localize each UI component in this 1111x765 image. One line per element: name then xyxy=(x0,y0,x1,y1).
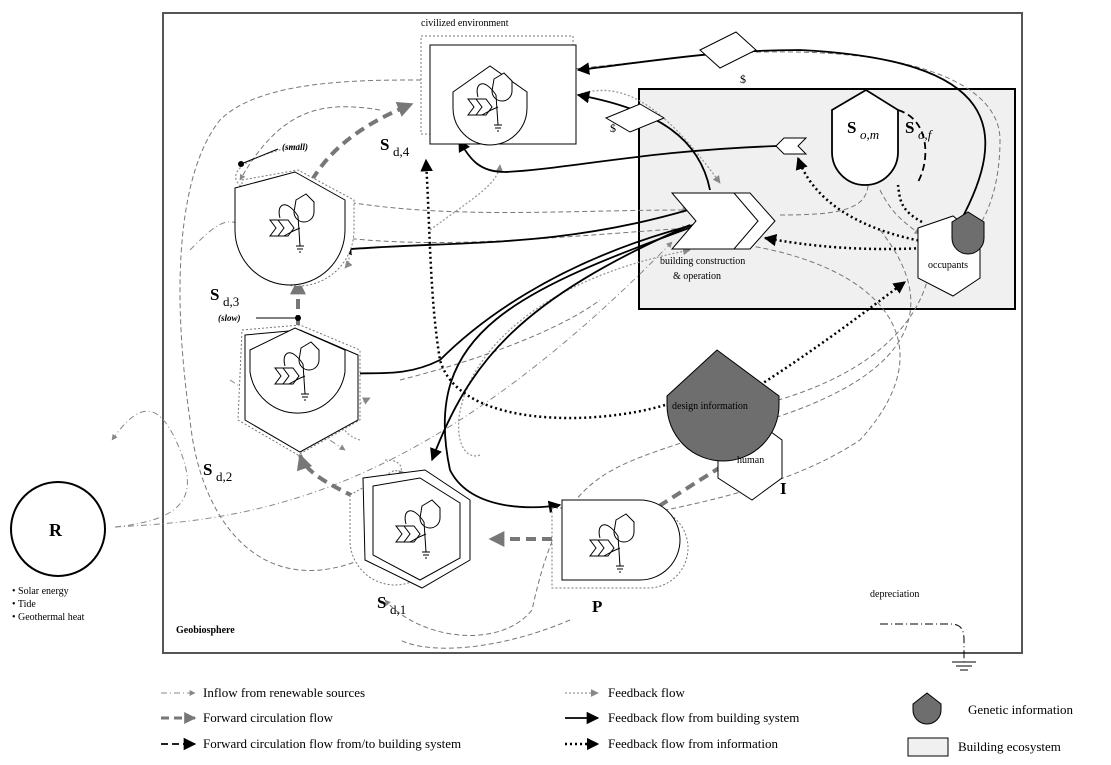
svg-text:S: S xyxy=(905,118,914,137)
svg-text:d,3: d,3 xyxy=(223,294,239,309)
money-exchange-mid xyxy=(604,103,666,133)
legend-item-renewable: Inflow from renewable sources xyxy=(161,685,365,700)
svg-text:Building ecosystem: Building ecosystem xyxy=(958,739,1061,754)
building-construction-node: building construction & operation xyxy=(660,192,776,282)
s-d1-label: S d,1 xyxy=(377,593,406,617)
s-d3-node xyxy=(234,169,355,287)
dollar-label-1: $ xyxy=(740,72,746,86)
information-feedback-flows xyxy=(420,156,949,420)
small-pump-node xyxy=(775,137,808,155)
svg-text:S: S xyxy=(377,593,386,612)
renewable-source-3: • Geothermal heat xyxy=(12,612,85,623)
svg-text:Feedback flow: Feedback flow xyxy=(608,685,686,700)
s-d2-label: S d,2 xyxy=(203,460,232,484)
svg-text:o,m: o,m xyxy=(860,127,879,142)
legend: Inflow from renewable sources Forward ci… xyxy=(161,685,1074,757)
slow-annotation: (slow) xyxy=(218,313,301,323)
building-construction-label-2: & operation xyxy=(673,271,721,282)
s-om-node xyxy=(831,88,899,186)
svg-text:d,2: d,2 xyxy=(216,469,232,484)
svg-text:S: S xyxy=(210,285,219,304)
s-d3-label: S d,3 xyxy=(210,285,239,309)
renewable-source-1: • Solar energy xyxy=(12,586,69,597)
legend-item-genetic: Genetic information xyxy=(912,692,1074,725)
legend-item-feedback: Feedback flow xyxy=(565,685,686,700)
svg-text:d,1: d,1 xyxy=(390,602,406,617)
svg-text:Forward circulation flow: Forward circulation flow xyxy=(203,710,334,725)
money-exchange-top xyxy=(699,31,757,69)
building-ecosystem-swatch xyxy=(907,737,949,757)
small-annotation: (small) xyxy=(238,142,308,167)
s-om-label: S o,m xyxy=(847,118,879,142)
renewable-source-2: • Tide xyxy=(12,599,36,610)
legend-item-forward: Forward circulation flow xyxy=(161,710,334,725)
genetic-information-icon xyxy=(912,692,942,725)
building-forward-flows xyxy=(897,109,927,183)
s-d4-label: S d,4 xyxy=(380,135,410,159)
occupants-node: occupants xyxy=(917,211,985,297)
svg-text:(slow): (slow) xyxy=(218,313,241,323)
design-information-node: design information human xyxy=(666,349,783,501)
civilized-environment-node: civilized environment xyxy=(420,18,577,146)
svg-text:(small): (small) xyxy=(282,142,308,152)
legend-item-forward-building: Forward circulation flow from/to buildin… xyxy=(161,736,461,751)
p-node xyxy=(551,499,689,589)
design-information-label: design information xyxy=(672,401,748,412)
legend-item-building-ecosystem: Building ecosystem xyxy=(907,737,1061,757)
building-construction-label-1: building construction xyxy=(660,256,745,267)
dollar-label-2: $ xyxy=(610,121,616,135)
svg-text:d,4: d,4 xyxy=(393,144,410,159)
svg-text:S: S xyxy=(203,460,212,479)
p-label: P xyxy=(592,597,602,616)
s-d1-node xyxy=(349,469,471,589)
svg-text:o,f: o,f xyxy=(918,127,934,142)
svg-text:Forward circulation flow from/: Forward circulation flow from/to buildin… xyxy=(203,736,461,751)
r-label: R xyxy=(49,520,63,540)
geobiosphere-label: Geobiosphere xyxy=(176,625,235,636)
svg-text:Feedback flow from building sy: Feedback flow from building system xyxy=(608,710,799,725)
source-r-node: R xyxy=(10,481,106,577)
i-label: I xyxy=(780,479,787,498)
legend-item-feedback-information: Feedback flow from information xyxy=(565,736,779,751)
depreciation-label: depreciation xyxy=(870,589,919,600)
legend-item-feedback-building: Feedback flow from building system xyxy=(565,710,799,725)
svg-text:Genetic information: Genetic information xyxy=(968,702,1074,717)
s-d2-node xyxy=(237,324,361,456)
depreciation-sink: depreciation xyxy=(870,589,976,671)
svg-text:S: S xyxy=(380,135,389,154)
svg-text:S: S xyxy=(847,118,856,137)
s-of-label: S o,f xyxy=(905,118,934,142)
occupants-label: occupants xyxy=(928,260,968,271)
svg-text:Inflow from renewable sources: Inflow from renewable sources xyxy=(203,685,365,700)
building-feedback-flows xyxy=(330,49,987,514)
civilized-environment-label: civilized environment xyxy=(421,18,509,29)
geobiosphere-frame xyxy=(162,12,1023,654)
human-label: human xyxy=(737,455,764,466)
svg-text:Feedback flow from informatio: Feedback flow from information xyxy=(608,736,779,751)
